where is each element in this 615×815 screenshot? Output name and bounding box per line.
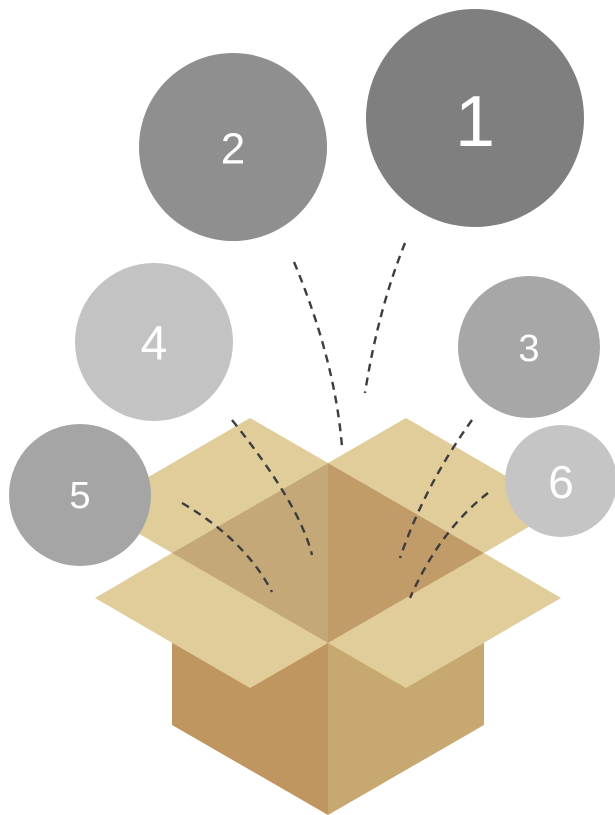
box-interior-right [328,463,484,643]
trajectory-line-5 [181,501,274,593]
trajectory-line-4 [231,419,314,556]
circle-4: 4 [75,263,233,421]
circle-6-label: 6 [548,456,574,508]
circle-6: 6 [505,425,615,537]
circle-2: 2 [139,53,327,241]
trajectory-line-1 [363,242,407,394]
circle-5: 5 [9,424,151,566]
box-back-left-flap [95,418,328,553]
trajectory-line-2 [292,261,344,448]
circle-2-label: 2 [221,125,245,174]
box-back-right-flap [328,418,561,553]
circle-3-label: 3 [518,328,539,370]
circle-4-label: 4 [141,318,168,371]
circle-1-label: 1 [455,82,495,162]
circle-5-label: 5 [69,475,90,517]
trajectory-line-3 [398,419,473,559]
box-front-left-flap [95,553,328,688]
trajectory-line-6 [408,492,489,599]
box-front-right-flap [328,553,561,688]
circle-1: 1 [366,9,584,227]
box-interior-left [172,463,328,643]
circle-3: 3 [458,276,600,418]
